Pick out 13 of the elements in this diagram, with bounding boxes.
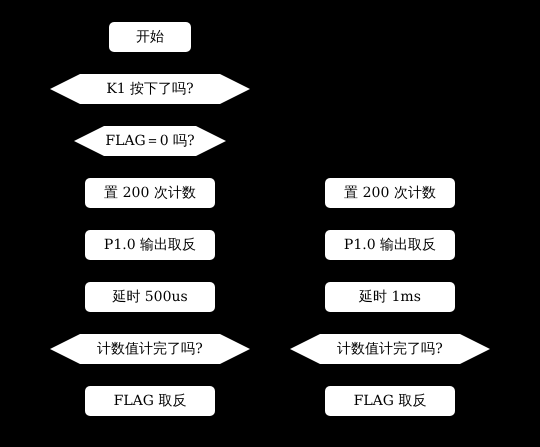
decision-hexagon: FLAG＝0 吗?: [74, 126, 226, 156]
process-box: 置 200 次计数: [85, 178, 215, 208]
decision-hexagon: K1 按下了吗?: [50, 74, 250, 104]
process-box: FLAG 取反: [325, 386, 455, 416]
process-box: FLAG 取反: [85, 386, 215, 416]
process-box: P1.0 输出取反: [325, 230, 455, 260]
process-box: 延时 500us: [85, 282, 215, 312]
process-box: 延时 1ms: [325, 282, 455, 312]
process-box: 开始: [109, 22, 191, 52]
decision-hexagon: 计数值计完了吗?: [290, 334, 490, 364]
process-box: P1.0 输出取反: [85, 230, 215, 260]
decision-hexagon: 计数值计完了吗?: [50, 334, 250, 364]
process-box: 置 200 次计数: [325, 178, 455, 208]
